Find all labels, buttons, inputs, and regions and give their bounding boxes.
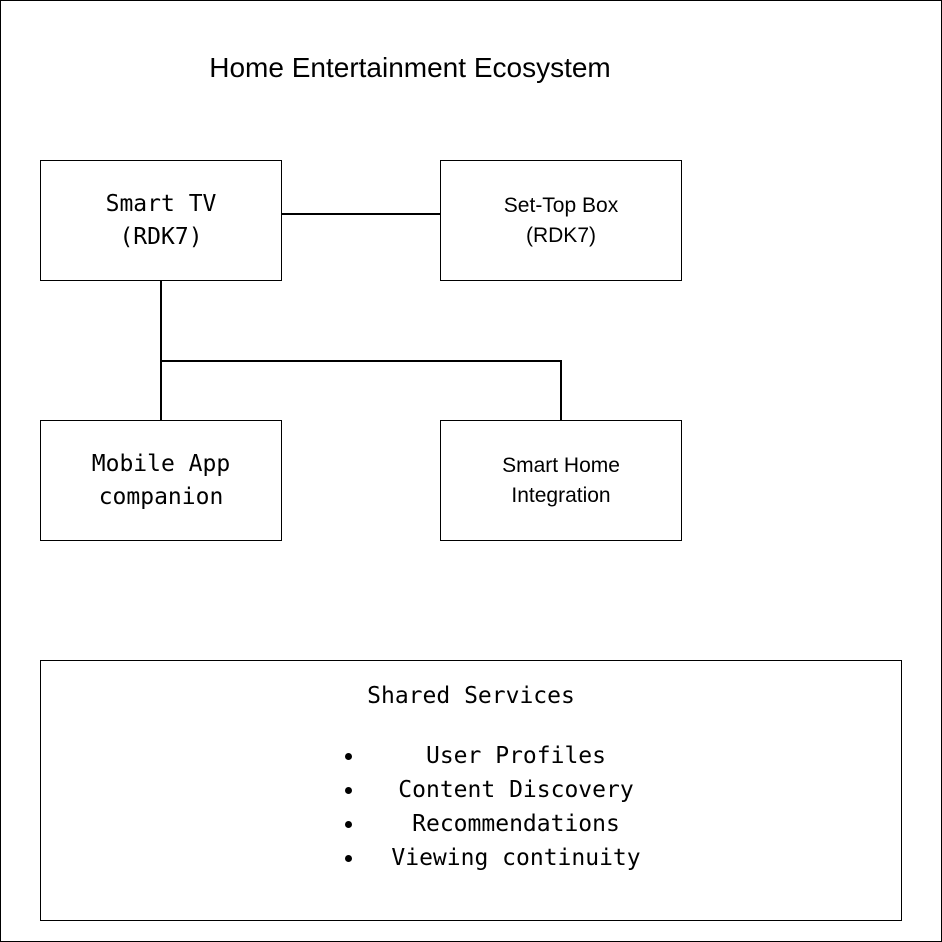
bullet-icon: [345, 787, 352, 794]
list-item: Viewing continuity: [341, 841, 671, 875]
list-item: User Profiles: [341, 739, 671, 773]
node-label-line2: Integration: [511, 483, 611, 507]
list-item-text: Viewing continuity: [391, 845, 641, 871]
node-label-line1: Smart Home: [502, 453, 620, 477]
node-smart-tv: Smart TV (RDK7): [40, 160, 282, 281]
node-label-line2: (RDK7): [119, 223, 203, 250]
list-item-text: User Profiles: [425, 743, 606, 769]
list-item-text: Recommendations: [412, 811, 620, 837]
node-smart-home: Smart Home Integration: [440, 420, 682, 541]
node-label-line1: Set-Top Box: [503, 193, 619, 217]
shared-services-box: Shared Services User Profiles Content Di…: [40, 660, 902, 921]
shared-services-list: User Profiles Content Discovery Recommen…: [341, 739, 671, 875]
node-label-line1: Mobile App: [91, 450, 231, 477]
bullet-icon: [345, 753, 352, 760]
node-label-line1: Smart TV: [105, 190, 217, 217]
bullet-icon: [345, 855, 352, 862]
node-set-top-box: Set-Top Box (RDK7): [440, 160, 682, 281]
node-mobile-app: Mobile App companion: [40, 420, 282, 541]
list-item-text: Content Discovery: [398, 777, 634, 803]
bullet-icon: [345, 821, 352, 828]
list-item: Recommendations: [341, 807, 671, 841]
node-label-line2: companion: [98, 483, 224, 510]
list-item: Content Discovery: [341, 773, 671, 807]
diagram-title: Home Entertainment Ecosystem: [209, 52, 611, 83]
shared-services-title: Shared Services: [367, 683, 575, 709]
node-label-line2: (RDK7): [525, 223, 596, 247]
